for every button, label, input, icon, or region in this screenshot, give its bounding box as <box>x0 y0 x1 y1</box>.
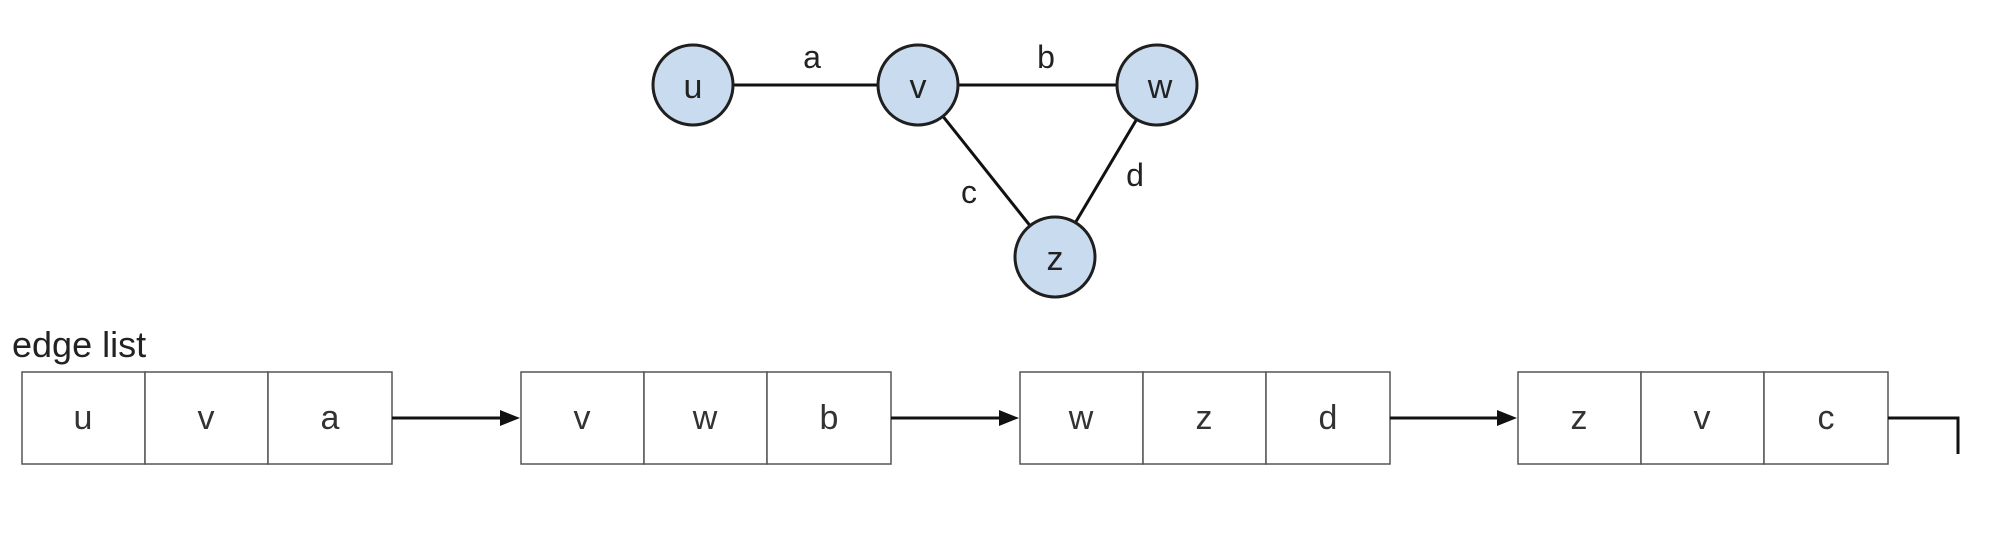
node-u-circle <box>651 43 735 127</box>
link-arrow-3-head <box>1497 410 1517 426</box>
record-3-edge-cell <box>1265 371 1391 465</box>
edge-record-2: v w b <box>520 371 892 465</box>
link-arrow-3 <box>1390 410 1517 426</box>
link-arrow-1-head <box>500 410 520 426</box>
edge-label-b: b <box>1037 39 1055 75</box>
record-4-edge-cell <box>1763 371 1889 465</box>
record-1-from: u <box>74 399 93 437</box>
record-2-edge-cell <box>766 371 892 465</box>
record-1-to-cell <box>144 371 269 465</box>
graph-node-u: u <box>651 43 735 127</box>
record-1-from-cell <box>21 371 146 465</box>
record-4-to-cell <box>1640 371 1765 465</box>
node-v-circle <box>876 43 960 127</box>
link-arrow-2 <box>891 410 1019 426</box>
record-2-edge: b <box>820 399 839 437</box>
edge-label-c: c <box>961 174 977 210</box>
edge-label-d: d <box>1126 157 1144 193</box>
node-w-circle <box>1115 43 1199 127</box>
record-4-edge: c <box>1818 399 1835 437</box>
record-2-to-cell <box>643 371 768 465</box>
record-1-edge-cell <box>267 371 393 465</box>
node-u-label: u <box>684 68 703 106</box>
node-w-label: w <box>1147 68 1173 106</box>
node-v-label: v <box>910 68 927 106</box>
edge-record-4: z v c <box>1517 371 1889 465</box>
record-2-from-cell <box>520 371 645 465</box>
record-3-from: w <box>1068 399 1094 437</box>
edge-list-title: edge list <box>12 324 146 365</box>
graph-node-w: w <box>1115 43 1199 127</box>
edge-record-3: w z d <box>1019 371 1391 465</box>
graph-edge-labels: a b c d <box>803 39 1144 210</box>
graph-node-v: v <box>876 43 960 127</box>
record-4-to: v <box>1694 399 1711 437</box>
node-z-label: z <box>1047 240 1064 278</box>
node-z-circle <box>1013 215 1097 299</box>
record-4-from-cell <box>1517 371 1642 465</box>
record-3-from-cell <box>1019 371 1144 465</box>
record-1-to: v <box>198 399 215 437</box>
null-terminator <box>1888 416 1960 454</box>
edge-label-a: a <box>803 39 821 75</box>
record-4-from: z <box>1571 399 1588 437</box>
record-3-edge: d <box>1319 399 1338 437</box>
link-arrow-2-head <box>999 410 1019 426</box>
record-2-to: w <box>692 399 718 437</box>
record-1-edge: a <box>321 399 340 437</box>
record-3-to: z <box>1196 399 1213 437</box>
graph-node-z: z <box>1013 215 1097 299</box>
edge-record-1: u v a <box>21 371 393 465</box>
link-arrow-1 <box>392 410 520 426</box>
record-3-to-cell <box>1142 371 1267 465</box>
record-2-from: v <box>574 399 591 437</box>
